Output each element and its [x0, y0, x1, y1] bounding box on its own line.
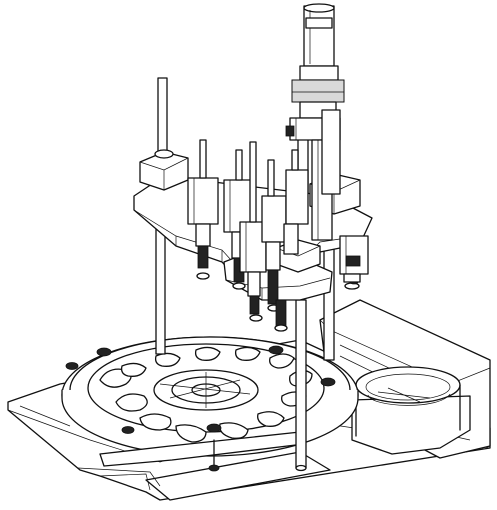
cup-hopper: [351, 366, 471, 455]
table-slots: [99, 346, 313, 443]
cylinder-2: [223, 149, 253, 290]
cylinder-1: [187, 139, 219, 280]
cylinder-5: [274, 149, 309, 332]
side-valve-unit: [339, 235, 369, 290]
spindle-motor: [285, 3, 345, 241]
clamp-knobs: [65, 345, 336, 434]
rotary-index-table: [61, 336, 359, 472]
left-corner-block: [139, 149, 189, 191]
table-hub: [153, 369, 259, 411]
cylinder-4: [261, 159, 287, 312]
pneumatic-cylinders: [187, 139, 309, 332]
support-columns: [155, 77, 335, 472]
